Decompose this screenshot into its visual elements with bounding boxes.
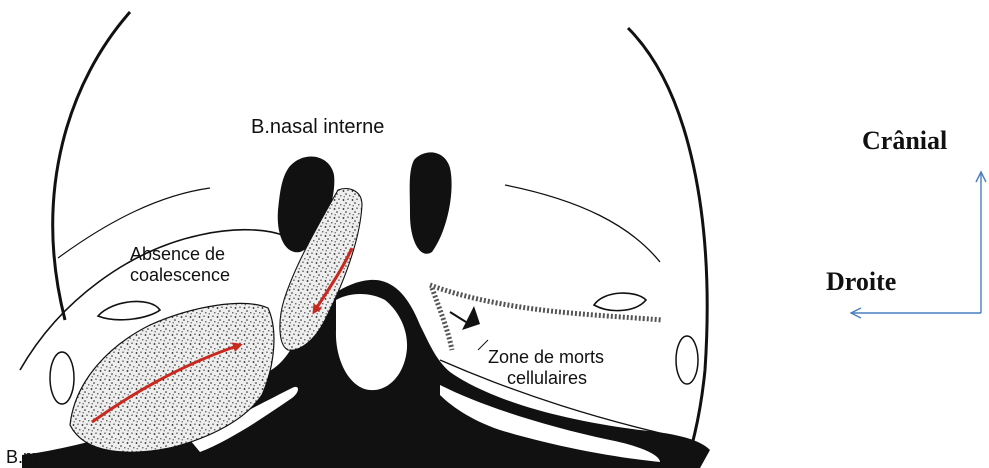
ear-left: [50, 352, 74, 404]
cheek-contour-right: [505, 185, 660, 262]
black-arrow-pair: [450, 312, 466, 322]
cell-death-zone-hatch-2: [432, 288, 452, 350]
head-contour-right: [628, 28, 707, 468]
orientation-arrows: [851, 172, 986, 318]
eye-left: [98, 301, 160, 319]
label-zone-line1: Zone de morts: [488, 347, 604, 367]
label-bmax: B.max.: [6, 447, 62, 467]
zone-pointer-line: [478, 340, 488, 350]
label-absence-line1: Absence de: [130, 244, 225, 264]
head-contour-left: [53, 12, 130, 320]
label-zone-line2: cellulaires: [507, 368, 587, 388]
nasal-pit-right: [410, 152, 452, 253]
black-arrow-up: [462, 306, 480, 330]
orientation-cranial-label: Crânial: [862, 126, 947, 155]
ear-right: [676, 336, 698, 384]
label-absence-line2: coalescence: [130, 265, 230, 285]
orientation-droite-label: Droite: [826, 267, 896, 296]
label-nasal-interne: B.nasal interne: [251, 116, 384, 138]
eye-right: [594, 293, 646, 311]
